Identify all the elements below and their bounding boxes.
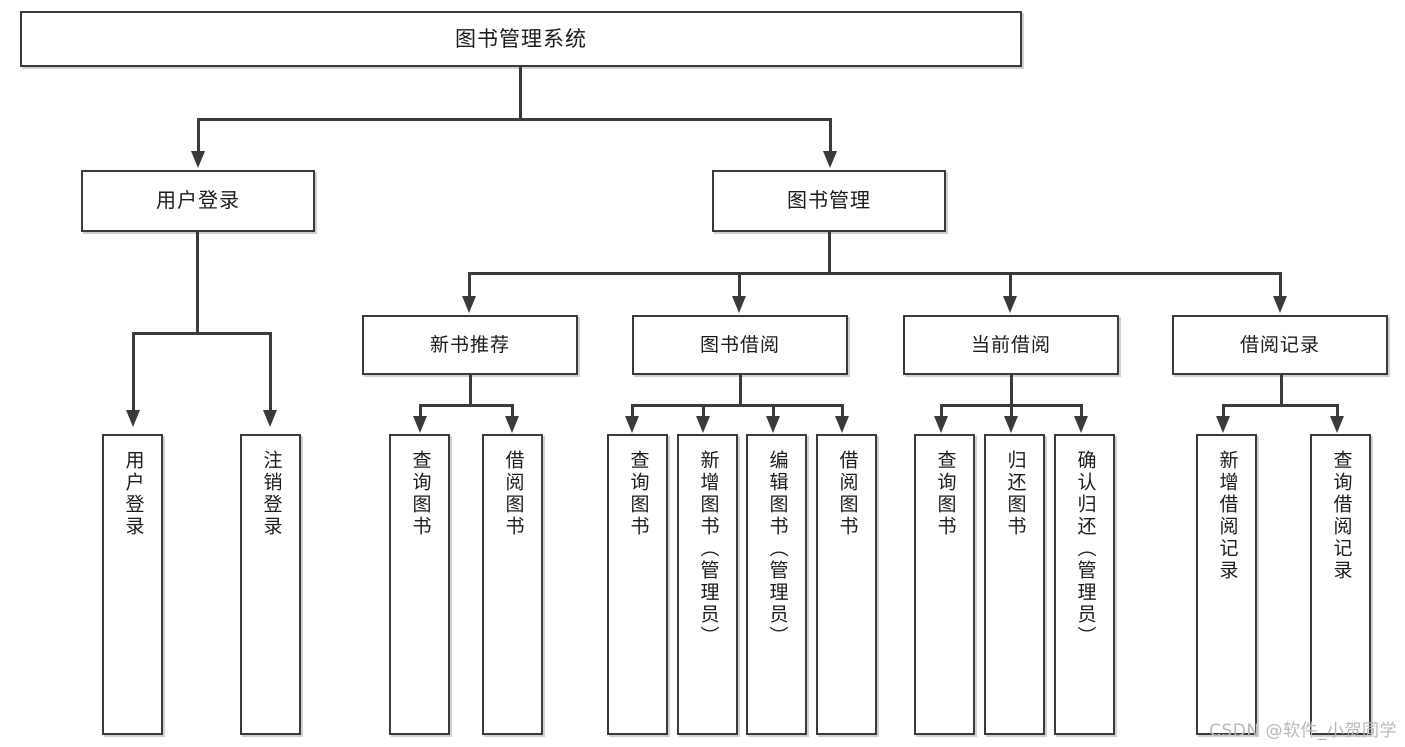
connector-book-borrow-to-leaf-2 [702,404,705,418]
leaf-label: 借阅图书 [502,450,525,538]
node-current-borrow[interactable]: 当前借阅 [903,315,1119,375]
connector-current-borrow-to-leaf-2 [1010,404,1013,418]
node-book-borrow[interactable]: 图书借阅 [632,315,848,375]
connector-new-book-stem [469,375,472,406]
connector-book-manage-to-current [1009,272,1012,298]
connector-borrow-record-branch-bar [1222,404,1338,407]
leaf-label: 新增借阅记录 [1216,450,1239,582]
leaf-label: 新增图书（管理员） [697,450,720,648]
arrowhead-book-manage-to-current [1003,296,1017,313]
node-label: 借阅记录 [1239,333,1320,356]
arrowhead-book-borrow-to-leaf-4 [835,416,849,433]
node-label: 新书推荐 [429,333,510,356]
leaf-node-user-login[interactable]: 用户登录 [102,434,163,735]
connector-current-borrow-to-leaf-3 [1080,404,1083,418]
connector-book-borrow-to-leaf-1 [631,404,634,418]
arrowhead-borrow-record-to-leaf-2 [1330,416,1344,433]
connector-borrow-record-to-leaf-2 [1336,404,1339,418]
node-book-management[interactable]: 图书管理 [712,170,946,232]
leaf-node-edit-book[interactable]: 编辑图书（管理员） [746,434,807,735]
node-label: 用户登录 [156,188,240,213]
arrowhead-borrow-record-to-leaf-1 [1216,416,1230,433]
connector-book-borrow-to-leaf-3 [772,404,775,418]
arrowhead-current-borrow-to-leaf-2 [1004,416,1018,433]
connector-new-book-to-leaf-2 [511,404,514,418]
connector-root-branch-bar [197,118,831,121]
connector-user-login-branch-bar [132,332,271,335]
leaf-label: 借阅图书 [836,450,859,538]
connector-book-borrow-to-leaf-4 [841,404,844,418]
leaf-label: 查询图书 [409,450,432,538]
connector-current-borrow-stem [1010,375,1013,406]
connector-new-book-branch-bar [419,404,513,407]
connector-borrow-record-stem [1280,375,1283,406]
connector-book-manage-branch-bar [468,272,1282,275]
arrowhead-book-borrow-to-leaf-3 [766,416,780,433]
leaf-node-add-book[interactable]: 新增图书（管理员） [677,434,738,735]
connector-book-manage-to-new-book [468,272,471,298]
connector-root-to-user-login [197,118,200,153]
connector-book-manage-stem [828,232,831,274]
leaf-label: 查询图书 [934,450,957,538]
node-label: 图书借阅 [699,333,780,356]
leaf-node-add-borrow-record[interactable]: 新增借阅记录 [1196,434,1257,735]
leaf-node-query-book-recommend[interactable]: 查询图书 [389,434,450,735]
leaf-label: 查询借阅记录 [1330,450,1353,582]
leaf-node-confirm-return[interactable]: 确认归还（管理员） [1054,434,1115,735]
arrowhead-user-login-to-leaf-1 [126,410,140,427]
connector-book-borrow-branch-bar [631,404,843,407]
connector-current-borrow-to-leaf-1 [940,404,943,418]
arrowhead-user-login-to-leaf-2 [263,410,277,427]
leaf-node-query-book-current[interactable]: 查询图书 [914,434,975,735]
connector-borrow-record-to-leaf-1 [1222,404,1225,418]
leaf-label: 编辑图书（管理员） [766,450,789,648]
leaf-node-borrow-book[interactable]: 借阅图书 [816,434,877,735]
leaf-node-query-borrow-record[interactable]: 查询借阅记录 [1310,434,1371,735]
connector-root-stem [519,67,522,120]
arrowhead-current-borrow-to-leaf-3 [1074,416,1088,433]
arrowhead-book-borrow-to-leaf-2 [696,416,710,433]
node-label: 当前借阅 [970,333,1051,356]
leaf-node-user-logout[interactable]: 注销登录 [240,434,301,735]
connector-user-login-to-leaf-2 [269,332,272,412]
arrowhead-root-to-book-manage [823,151,837,168]
arrowhead-current-borrow-to-leaf-1 [934,416,948,433]
connector-book-borrow-stem [739,375,742,406]
leaf-node-query-book-borrow[interactable]: 查询图书 [607,434,668,735]
arrowhead-book-manage-to-record [1273,296,1287,313]
node-borrow-record[interactable]: 借阅记录 [1172,315,1388,375]
leaf-node-return-book[interactable]: 归还图书 [984,434,1045,735]
arrowhead-new-book-to-leaf-2 [505,416,519,433]
arrowhead-book-manage-to-borrow [732,296,746,313]
leaf-label: 归还图书 [1004,450,1027,538]
connector-book-manage-to-record [1279,272,1282,298]
arrowhead-book-borrow-to-leaf-1 [625,416,639,433]
node-book-management-system[interactable]: 图书管理系统 [20,11,1022,67]
node-new-book-recommend[interactable]: 新书推荐 [362,315,578,375]
arrowhead-root-to-user-login [191,151,205,168]
connector-new-book-to-leaf-1 [419,404,422,418]
leaf-label: 确认归还（管理员） [1074,450,1097,648]
leaf-label: 注销登录 [260,450,283,538]
node-user-login[interactable]: 用户登录 [81,170,315,232]
arrowhead-new-book-to-leaf-1 [413,416,427,433]
arrowhead-book-manage-to-new-book [462,296,476,313]
connector-user-login-to-leaf-1 [132,332,135,412]
node-label: 图书管理 [787,188,871,213]
leaf-label: 用户登录 [122,450,145,538]
leaf-label: 查询图书 [627,450,650,538]
connector-user-login-stem [196,232,199,334]
leaf-node-borrow-book-recommend[interactable]: 借阅图书 [482,434,543,735]
connector-book-manage-to-borrow [738,272,741,298]
node-label: 图书管理系统 [455,26,587,51]
connector-root-to-book-manage [829,118,832,153]
